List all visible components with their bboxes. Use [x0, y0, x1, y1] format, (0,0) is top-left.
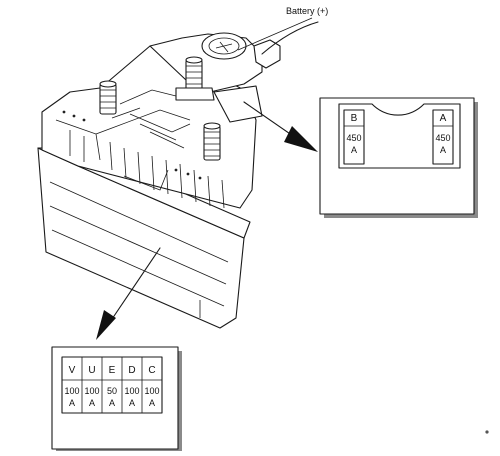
fuse-u-letter: U — [88, 365, 95, 376]
fuse-b-letter: B — [351, 113, 358, 124]
fuse-v-letter: V — [69, 365, 76, 376]
fuse-c-letter: C — [148, 365, 155, 376]
fuse-d-letter: D — [128, 365, 135, 376]
bottom-fuse-box — [51, 346, 182, 453]
battery-label: Battery (+) — [286, 6, 328, 16]
fuse-u-unit: A — [89, 398, 95, 408]
fuse-e-rating: 50 — [107, 386, 117, 396]
stud-left — [99, 80, 117, 115]
fuse-a-letter: A — [440, 113, 447, 124]
fuse-c-rating: 100 — [144, 386, 159, 396]
stud-center — [175, 56, 215, 101]
fuse-d-unit: A — [129, 398, 135, 408]
arrow-to-top-box — [243, 101, 318, 152]
stud-right — [203, 122, 221, 161]
fuse-box-illustration — [37, 21, 319, 329]
fuse-a-unit: A — [440, 145, 446, 155]
arrow-to-bottom-box — [96, 247, 161, 340]
fuse-b-unit: A — [351, 145, 357, 155]
fuse-c-unit: A — [149, 398, 155, 408]
fuse-u-rating: 100 — [84, 386, 99, 396]
fuse-e-letter: E — [109, 365, 116, 376]
corner-mark — [485, 430, 489, 434]
fuse-v-unit: A — [69, 398, 75, 408]
fuse-d-rating: 100 — [124, 386, 139, 396]
battery-leader-line — [237, 17, 313, 51]
fuse-v-rating: 100 — [64, 386, 79, 396]
fuse-e-unit: A — [109, 398, 115, 408]
fuse-a-rating: 450 — [435, 133, 450, 143]
fuse-b-rating: 450 — [346, 133, 361, 143]
top-fuse-box — [319, 97, 478, 218]
